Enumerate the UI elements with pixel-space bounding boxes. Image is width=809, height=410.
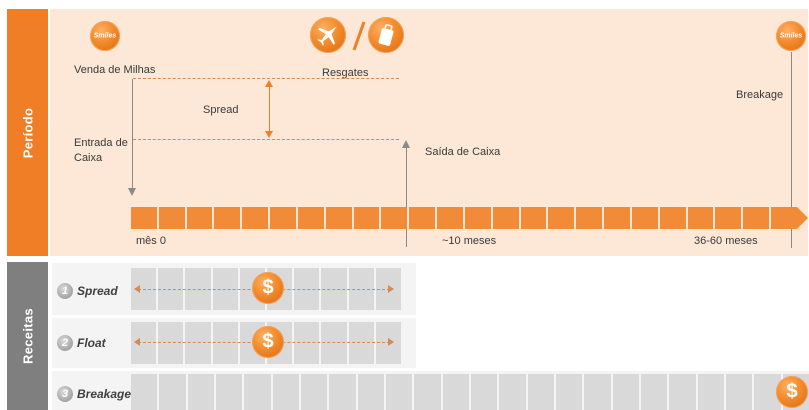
receitas-label: Receitas (20, 308, 35, 364)
badge-number-2: 2 (57, 335, 73, 351)
smiles-logo-left: Smiles (90, 21, 120, 51)
revenue-row-spread: 1 Spread $ (52, 263, 416, 315)
periodo-label: Período (20, 107, 35, 158)
smiles-logo-right: Smiles (776, 21, 806, 51)
label-breakage-top: Breakage (736, 89, 784, 101)
float-dollar-icon: $ (252, 326, 284, 358)
entrada-arrow-head (128, 188, 136, 196)
dash-line-entrada (133, 139, 399, 140)
spread-arrow-up (265, 80, 273, 87)
revenue-row-float: 2 Float $ (52, 318, 416, 368)
label-spread-top: Spread (203, 104, 239, 116)
float-range-left (134, 338, 140, 346)
label-entrada-1: Entrada de (74, 137, 128, 149)
slash-divider (352, 20, 366, 52)
spread-arrow-line (269, 86, 270, 132)
label-resgates: Resgates (322, 67, 369, 79)
timeline-bar (131, 207, 797, 229)
periodo-sidebar: Período (7, 9, 48, 256)
dash-line-venda (133, 78, 399, 79)
float-range-right (388, 338, 394, 346)
timeline-arrow-tip (797, 207, 808, 229)
revenue-label-float: Float (77, 336, 106, 350)
revenue-label-spread: Spread (77, 284, 118, 298)
saida-arrow-head (402, 140, 410, 148)
breakage-line (791, 52, 792, 248)
label-10-meses: ~10 meses (442, 235, 497, 247)
label-36-60-meses: 36-60 meses (694, 235, 758, 247)
receitas-sidebar: Receitas (7, 262, 48, 410)
entrada-arrow-line (132, 79, 133, 188)
breakage-dollar-icon: $ (776, 376, 808, 408)
spread-range-left (134, 285, 140, 293)
airplane-icon (310, 17, 346, 53)
label-saida-caixa: Saída de Caixa (425, 146, 501, 158)
label-mes-0: mês 0 (136, 235, 166, 247)
spread-range-right (388, 285, 394, 293)
revenue-label-breakage: Breakage (77, 387, 132, 401)
revenue-row-breakage: 3 Breakage $ (52, 371, 809, 410)
luggage-icon (368, 17, 404, 53)
saida-arrow-line (406, 147, 407, 247)
breakage-cells (131, 374, 809, 410)
badge-number-3: 3 (57, 386, 73, 402)
label-venda-milhas: Venda de Milhas (74, 64, 156, 76)
badge-number-1: 1 (57, 283, 73, 299)
spread-dollar-icon: $ (252, 272, 284, 304)
spread-arrow-down (265, 131, 273, 138)
label-entrada-2: Caixa (74, 152, 103, 164)
